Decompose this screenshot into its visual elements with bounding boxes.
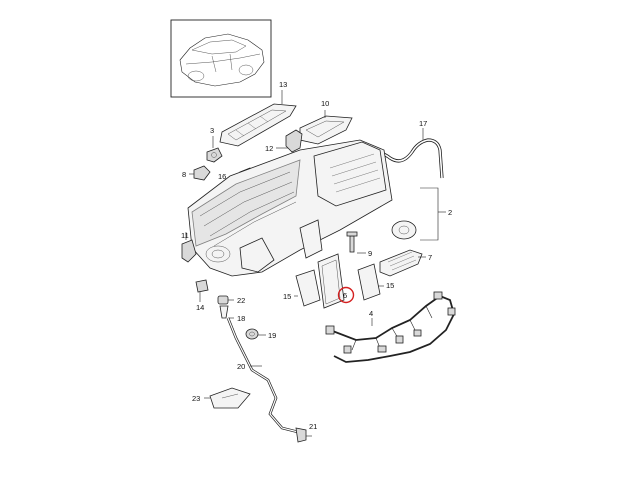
- part-7-resistor-module: [379, 249, 426, 277]
- part-15-filter-cover-left: [294, 269, 321, 307]
- part-11-mount: [181, 232, 197, 263]
- callout-19: 19: [268, 331, 276, 340]
- callout-2: 2: [448, 208, 452, 217]
- callout-14: 14: [196, 303, 204, 312]
- vehicle-inset: [170, 19, 272, 98]
- blower-motor: [391, 220, 417, 240]
- part-15-filter-cover-right: [357, 263, 384, 301]
- part-20-drain-hose: [226, 317, 299, 434]
- part-2-hvac-housing: [187, 139, 446, 277]
- callout-22: 22: [237, 296, 245, 305]
- part-6-cabin-filter: [317, 253, 345, 309]
- callout-6: 6: [343, 291, 347, 300]
- callout-18: 18: [237, 314, 245, 323]
- callout-17: 17: [419, 119, 427, 128]
- callout-13: 13: [279, 80, 287, 89]
- callout-23: 23: [192, 394, 200, 403]
- callout-16: 16: [218, 172, 226, 181]
- highlight-ring-6: [337, 286, 355, 304]
- callout-4: 4: [369, 309, 373, 318]
- callout-10: 10: [321, 99, 329, 108]
- car-icon: [179, 33, 265, 87]
- part-19-grommet-ring: [245, 328, 266, 340]
- part-22-drain-valve: [217, 295, 234, 305]
- callout-15-right: 15: [386, 281, 394, 290]
- callout-12: 12: [265, 144, 273, 153]
- part-21-hose-end: [295, 427, 312, 443]
- part-3-actuator: [206, 136, 223, 163]
- callout-15-left: 15: [283, 292, 291, 301]
- part-8-sensor: [189, 165, 211, 181]
- part-14-grommet: [195, 279, 209, 302]
- part-18-drain-spout: [219, 305, 234, 319]
- part-13-filter-frame: [219, 90, 297, 147]
- callouts: 13 10 3 12 17 8 16 2 11 9 7 15 6 15 22 1…: [181, 80, 452, 431]
- callout-7: 7: [428, 253, 432, 262]
- callout-21: 21: [309, 422, 317, 431]
- callout-9: 9: [368, 249, 372, 258]
- callout-8: 8: [182, 170, 186, 179]
- part-12-connector: [276, 129, 303, 153]
- callout-3: 3: [210, 126, 214, 135]
- part-23-seal-set: [204, 387, 251, 409]
- callout-20: 20: [237, 362, 245, 371]
- part-10-upper-frame: [299, 110, 353, 145]
- callout-11: 11: [181, 231, 189, 240]
- part-9-screw: [346, 231, 366, 254]
- part-4-wiring-harness: [325, 291, 456, 363]
